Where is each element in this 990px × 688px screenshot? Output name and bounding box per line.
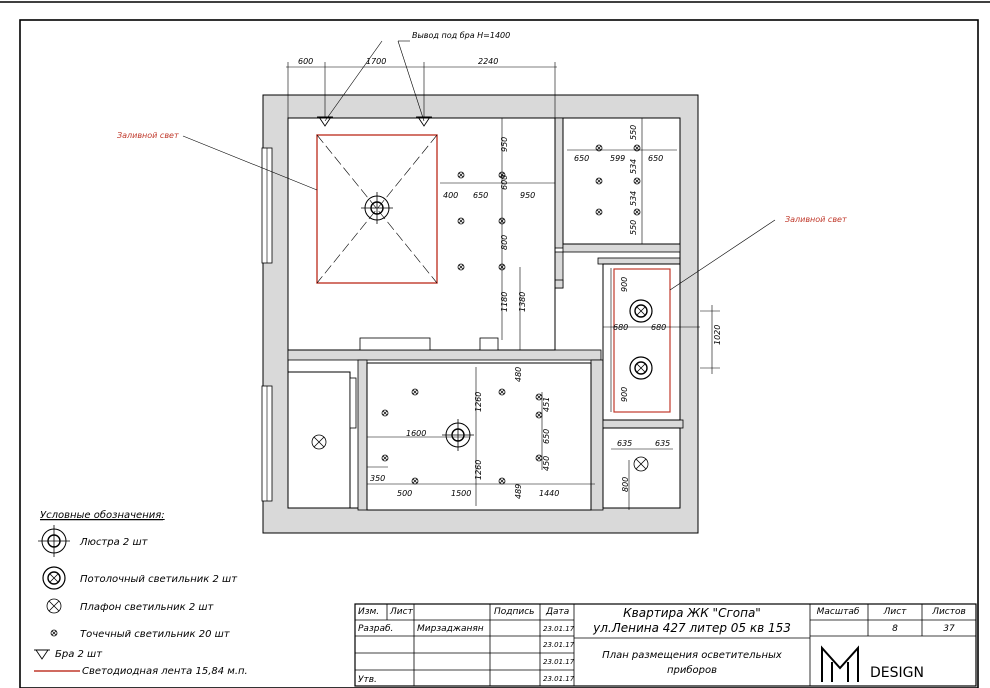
svg-text:534: 534 [629,159,638,174]
svg-text:650: 650 [574,154,589,163]
led-strip-living [316,134,438,284]
legend-item-ceiling-lamp: Потолочный светильник 2 шт [80,574,238,585]
legend-item-spot: Точечный светильник 20 шт [80,629,231,640]
svg-text:400: 400 [443,191,458,200]
svg-text:800: 800 [621,477,630,492]
svg-text:1440: 1440 [539,489,559,498]
svg-text:Мирзаджанян: Мирзаджанян [417,624,484,634]
floor-plan [261,94,699,534]
svg-text:950: 950 [520,191,535,200]
dimension-labels: 600 1700 2240 400 650 600 950 950 800 11… [298,57,722,499]
svg-text:599: 599 [610,154,625,163]
svg-text:680: 680 [651,323,666,332]
sconce-outlet-label: Вывод под бра Н=1400 [412,31,510,40]
svg-text:600: 600 [500,175,509,190]
svg-text:600: 600 [298,57,313,66]
plafond-icon [46,598,62,614]
ceiling-lamp-icon [42,566,66,590]
legend-item-plafond: Плафон светильник 2 шт [80,602,215,613]
sheets-total: 37 [943,624,955,634]
sheet-title-1: План размещения осветительных [602,650,782,661]
svg-text:950: 950 [500,137,509,152]
svg-text:23.01.17: 23.01.17 [543,625,575,633]
svg-text:Разраб.: Разраб. [358,624,393,634]
svg-text:650: 650 [542,429,551,444]
svg-text:635: 635 [655,439,670,448]
svg-text:Лист: Лист [389,607,414,617]
svg-text:900: 900 [620,277,629,292]
svg-text:1260: 1260 [474,460,483,480]
legend-title: Условные обозначения: [40,509,165,521]
sheet-number: 8 [892,624,898,634]
svg-text:635: 635 [617,439,632,448]
svg-text:1700: 1700 [366,57,386,66]
svg-text:900: 900 [620,387,629,402]
sheet-frame [19,19,979,688]
svg-text:489: 489 [514,484,523,499]
logo-text: DESIGN [870,665,924,681]
chandelier-icon [37,524,71,558]
sconce-icon [33,649,51,660]
svg-text:Дата: Дата [545,607,569,617]
sheets-label: Листов [931,607,966,617]
sheet-title-2: приборов [667,664,717,676]
legend-item-chandelier: Люстра 2 шт [79,537,149,548]
logo-icon [821,645,859,682]
svg-text:800: 800 [500,235,509,250]
svg-text:550: 550 [629,220,638,235]
svg-text:1380: 1380 [518,292,527,312]
spot-light-icon [50,629,58,637]
flood-light-label-right: Заливной свет [785,215,847,224]
svg-text:480: 480 [514,367,523,382]
sheet-label: Лист [883,607,908,617]
legend-item-led-strip: Светодиодная лента 15,84 м.п. [82,666,248,677]
svg-text:23.01.17: 23.01.17 [543,641,575,649]
svg-text:23.01.17: 23.01.17 [543,658,575,666]
chandelier-guides [316,134,438,284]
svg-text:Изм.: Изм. [358,607,379,617]
svg-text:350: 350 [370,474,385,483]
callout-leaders [182,40,776,291]
svg-text:680: 680 [613,323,628,332]
svg-text:450: 450 [542,456,551,471]
svg-text:Утв.: Утв. [358,675,377,685]
project-name: Квартира ЖК "Сгопа" [623,606,761,620]
title-block: Изм. Лист Подпись Дата Разраб. Мирзаджан… [354,603,977,687]
svg-text:1020: 1020 [713,325,722,345]
dimension-lines [286,62,720,510]
flood-light-label-left: Заливной свет [117,131,179,140]
svg-text:2240: 2240 [478,57,498,66]
svg-text:Подпись: Подпись [494,607,534,617]
svg-text:1600: 1600 [406,429,426,438]
svg-text:534: 534 [629,191,638,206]
project-address: ул.Ленина 427 литер 05 кв 153 [592,621,791,635]
svg-text:650: 650 [473,191,488,200]
svg-text:23.01.17: 23.01.17 [543,675,575,683]
legend-item-sconce: Бра 2 шт [55,649,103,660]
svg-text:1180: 1180 [500,292,509,312]
legend: Условные обозначения: Люстра 2 шт Потоло… [33,509,248,677]
svg-text:1500: 1500 [451,489,471,498]
svg-text:650: 650 [648,154,663,163]
svg-text:500: 500 [397,489,412,498]
svg-text:550: 550 [629,125,638,140]
svg-text:1260: 1260 [474,392,483,412]
led-strip-bath [613,268,671,413]
scale-label: Масштаб [817,607,860,617]
svg-text:451: 451 [542,397,551,412]
